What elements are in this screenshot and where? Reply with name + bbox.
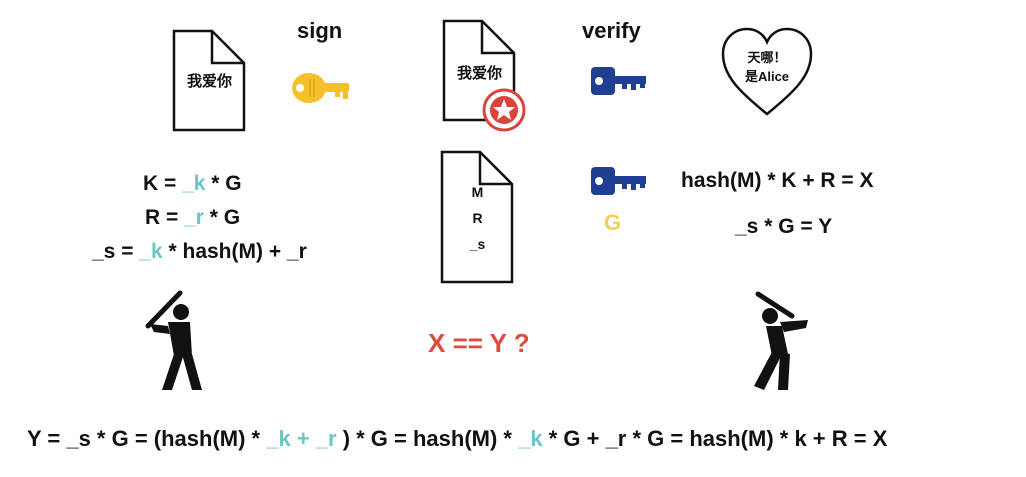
signed-document-text: 我爱你 — [456, 65, 502, 82]
bottom-equation: Y = _s * G = (hash(M) * _k + _r ) * G = … — [27, 426, 888, 451]
document-icon — [172, 29, 246, 132]
signer-equation-s: _s = _k * hash(M) + _r — [92, 240, 307, 263]
document-text: 我爱你 — [186, 73, 232, 90]
blue-key-icon — [591, 67, 646, 95]
payload-line-s: _s — [469, 236, 486, 252]
batter-right-icon — [754, 291, 808, 390]
heart-icon — [721, 27, 813, 116]
payload-document-icon — [440, 150, 514, 284]
signer-equation-k: K = _k * G — [143, 172, 242, 195]
comparison-question: X == Y ? — [428, 328, 530, 358]
batter-left-icon — [145, 290, 202, 390]
sign-label: sign — [297, 18, 343, 43]
blue-key-icon — [591, 167, 646, 195]
payload-line-r: R — [472, 210, 483, 226]
verifier-equation-x: hash(M) * K + R = X — [681, 169, 874, 192]
signer-equation-r: R = _r * G — [145, 206, 241, 229]
verifier-equation-y: _s * G = Y — [735, 215, 833, 238]
heart-text-line1: 天哪！ — [747, 50, 787, 65]
verify-label: verify — [582, 18, 641, 43]
payload-line-m: M — [471, 184, 484, 200]
stamp-icon — [482, 88, 526, 132]
gold-key-icon — [292, 73, 349, 103]
heart-text-line2: 是Alice — [744, 69, 790, 84]
g-label: G — [604, 210, 622, 235]
